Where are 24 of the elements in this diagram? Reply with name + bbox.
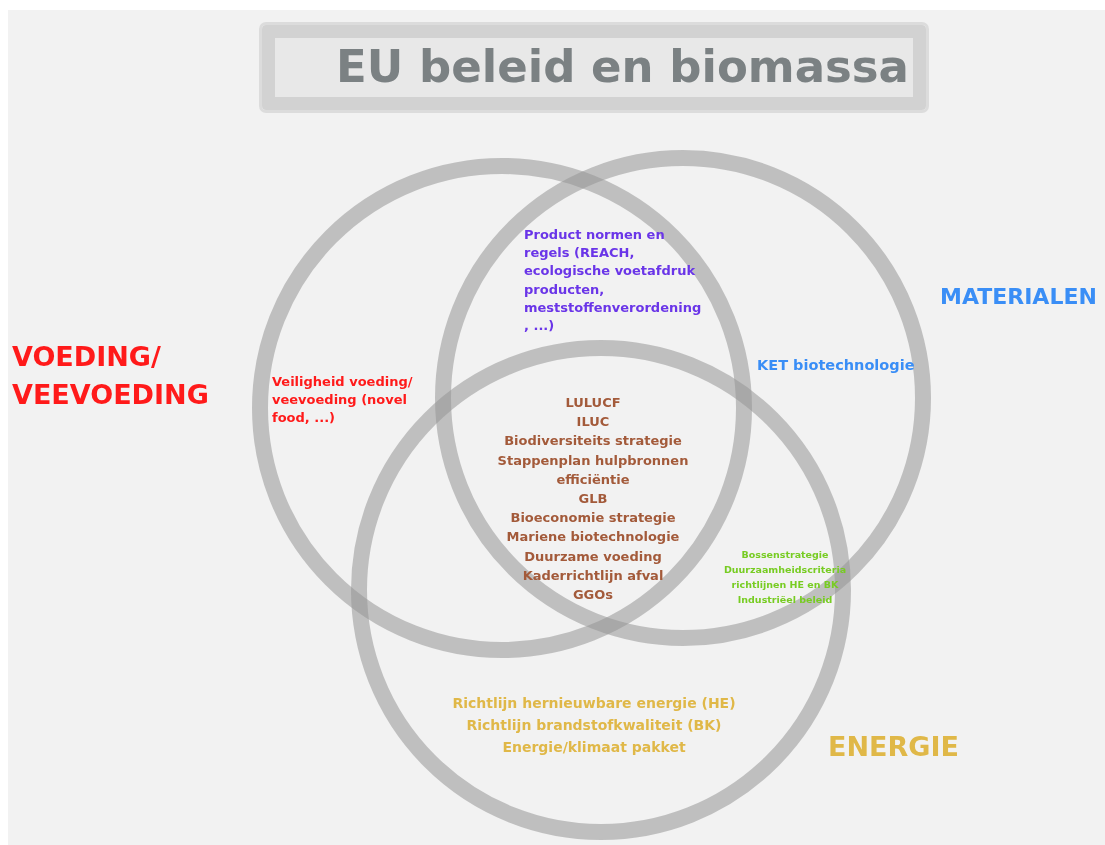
policy-text: Richtlijn brandstofkwaliteit (BK) [465, 716, 723, 735]
policy-text: Energie/klimaat pakket [501, 738, 687, 757]
policy-text: richtlijnen HE en BK [730, 578, 840, 592]
policy-text: Duurzaamheidscriteria [722, 563, 848, 577]
policy-text: Kaderrichtlijn afval [521, 566, 665, 585]
policy-text: Bioeconomie strategie [509, 509, 677, 528]
policy-text: Stappenplan hulpbronnen efficiëntie [496, 451, 690, 489]
set-label: ENERGIE [828, 730, 960, 764]
policy-text: Richtlijn hernieuwbare energie (HE) [451, 694, 737, 713]
policy-text: ILUC [575, 413, 611, 432]
policy-text: Veiligheid voeding/ veevoeding (novel food, ...) [272, 373, 414, 428]
policy-text: Industriëel beleid [736, 593, 834, 607]
policy-text: GLB [577, 490, 609, 508]
policy-text: KET biotechnologie [757, 356, 916, 375]
policy-text: Product normen en regels (REACH, ecologische voetafdruk producten, meststoffenverordening , ...) [524, 226, 703, 335]
policy-text: LULUCF [564, 394, 622, 412]
policy-text: Mariene biotechnologie [505, 528, 681, 547]
set-label: MATERIALEN [940, 283, 1098, 311]
policy-text: Bossenstrategie [740, 548, 830, 562]
policy-text: Duurzame voeding [523, 547, 663, 566]
policy-text: GGOs [571, 586, 615, 605]
set-label: VOEDING/ VEEVOEDING [12, 340, 210, 412]
policy-text: Biodiversiteits strategie [503, 432, 683, 451]
title: EU beleid en biomassa [336, 40, 909, 93]
